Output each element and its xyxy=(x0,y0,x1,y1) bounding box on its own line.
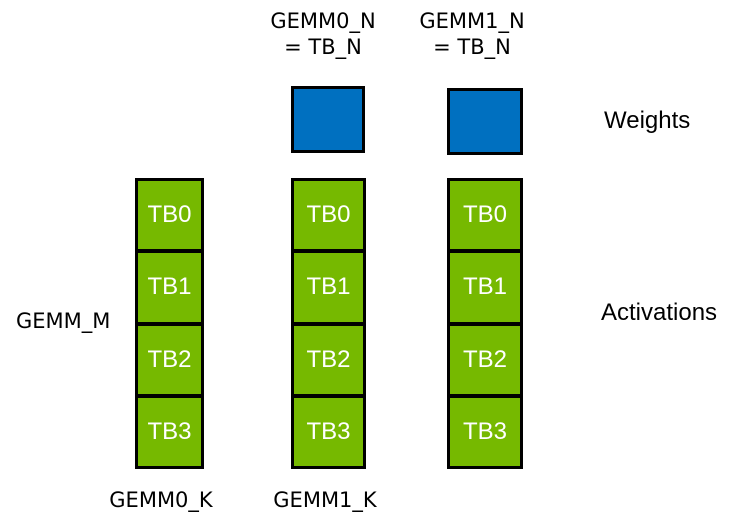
gemm1-weights-tile xyxy=(447,88,523,155)
activations-column-3: TB0 TB1 TB2 TB3 xyxy=(447,178,523,469)
gemm0-k-label: GEMM0_K xyxy=(109,488,213,512)
gemm0-n-line2: = TB_N xyxy=(284,35,362,59)
gemm1-n-line2: = TB_N xyxy=(433,35,511,59)
tb-cell: TB1 xyxy=(294,249,363,321)
tb-cell: TB1 xyxy=(138,249,201,321)
tb-cell: TB0 xyxy=(306,201,351,229)
tb-cell: TB3 xyxy=(294,393,363,466)
tb-cell: TB3 xyxy=(450,393,520,466)
tb-cell: TB2 xyxy=(450,321,520,394)
tb-cell: TB2 xyxy=(294,321,363,394)
tb-cell: TB1 xyxy=(450,249,520,321)
gemm0-n-label: GEMM0_N = TB_N xyxy=(243,8,403,60)
tb-cell: TB0 xyxy=(462,201,507,229)
weights-label: Weights xyxy=(604,107,691,134)
activations-label: Activations xyxy=(601,299,718,326)
gemm-m-label: GEMM_M xyxy=(16,309,111,333)
tb-cell: TB3 xyxy=(138,393,201,466)
gemm1-n-line1: GEMM1_N xyxy=(419,9,525,33)
tb-cell: TB2 xyxy=(138,321,201,394)
activations-column-2: TB0 TB1 TB2 TB3 xyxy=(291,178,366,469)
gemm0-weights-tile xyxy=(291,86,365,153)
gemm1-n-label: GEMM1_N = TB_N xyxy=(392,8,552,60)
gemm1-k-label: GEMM1_K xyxy=(273,488,377,512)
gemm0-n-line1: GEMM0_N xyxy=(270,9,376,33)
tb-cell: TB0 xyxy=(147,201,192,229)
activations-column-1: TB0 TB1 TB2 TB3 xyxy=(135,178,204,469)
